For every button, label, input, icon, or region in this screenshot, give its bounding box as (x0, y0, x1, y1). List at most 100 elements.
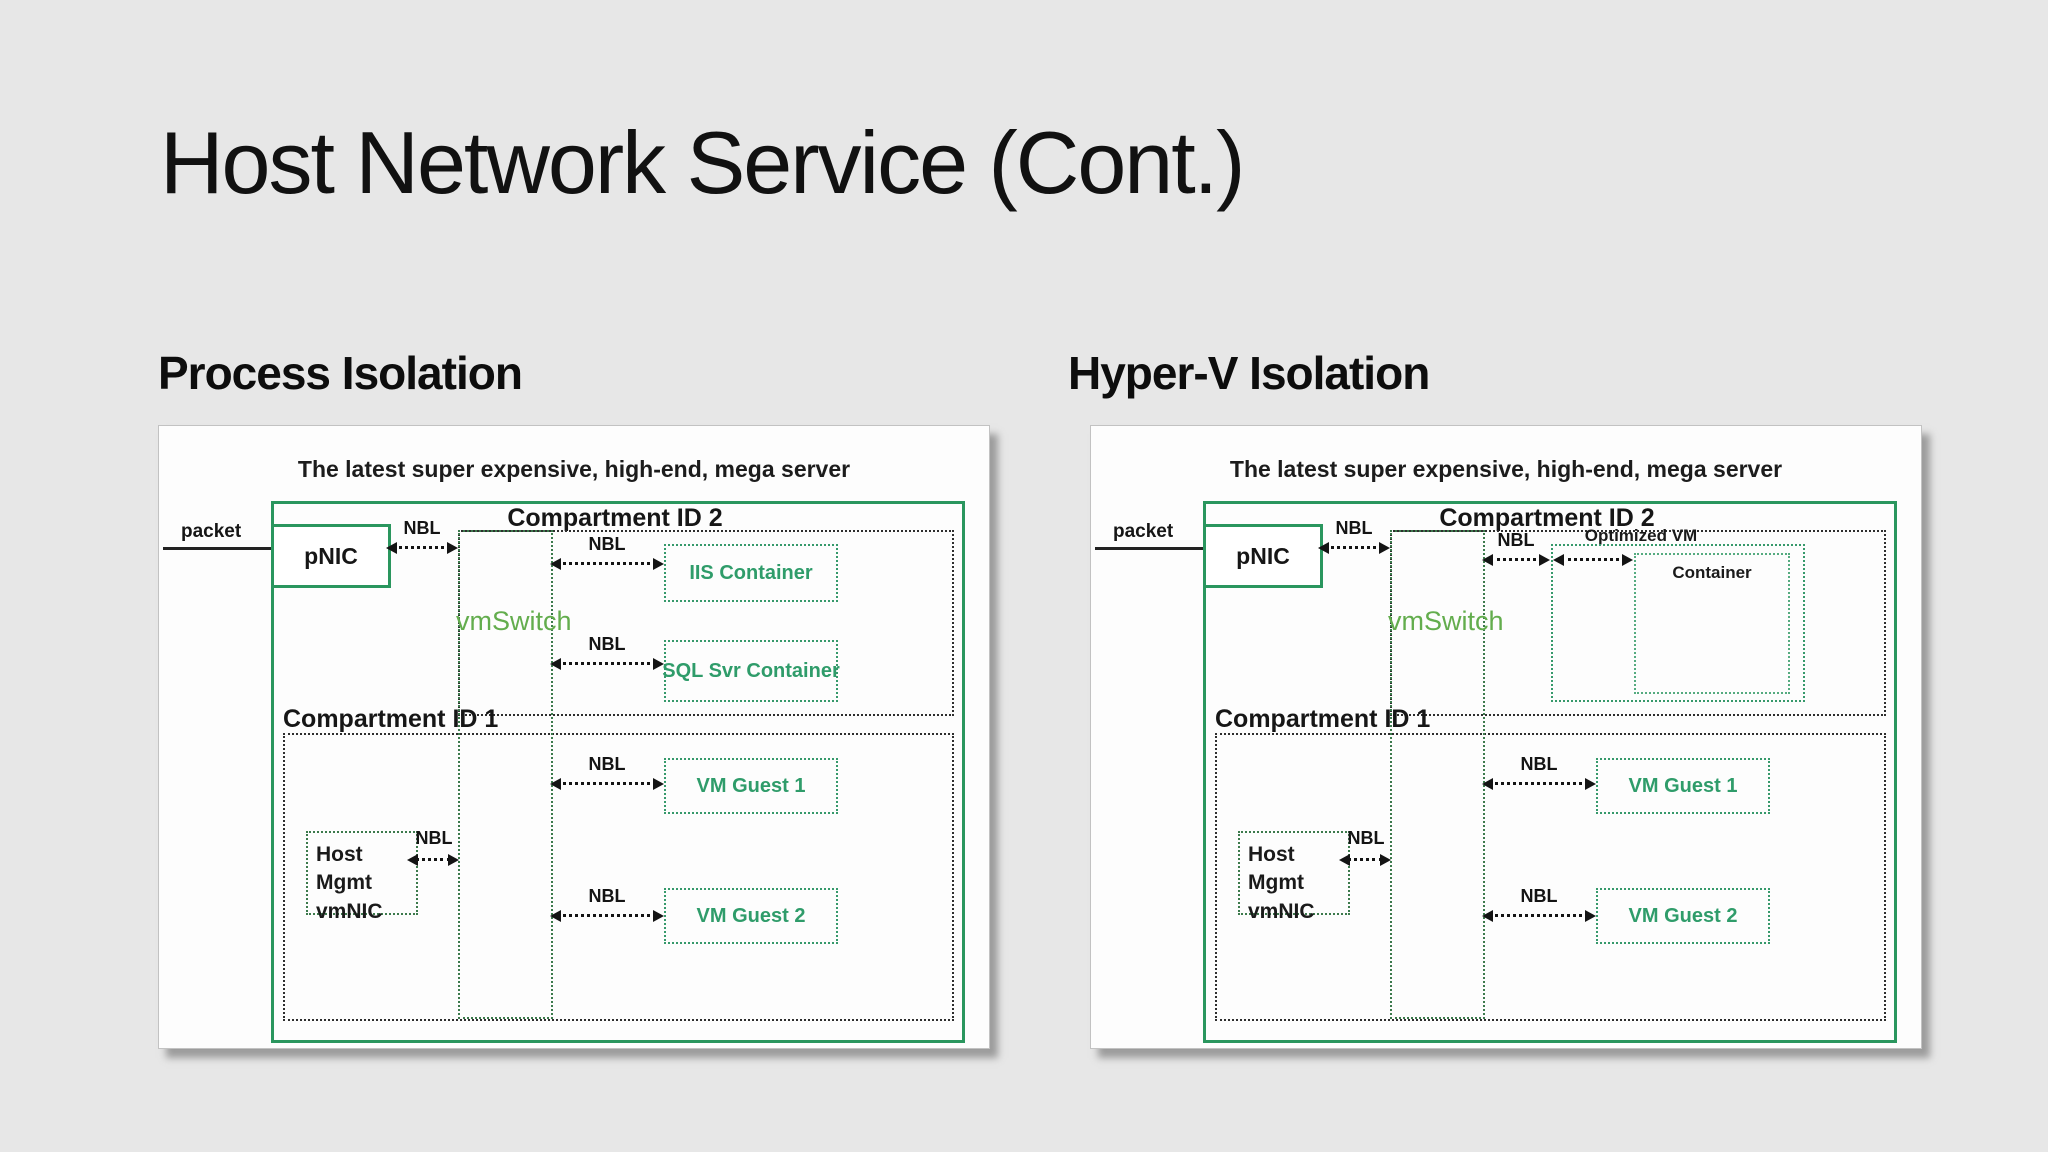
packet-label: packet (181, 521, 242, 542)
nbl-label: NBL (588, 534, 626, 554)
nbl-arrow (1482, 910, 1596, 922)
container-box: Container (1634, 553, 1790, 694)
arrowhead-left-icon (550, 778, 561, 790)
arrowhead-right-icon (1585, 910, 1596, 922)
dotted-line (1490, 914, 1588, 917)
nbl-label: NBL (1520, 754, 1558, 774)
vmswitch-box (1390, 530, 1485, 1019)
host-mgmt-label-line1: Host Mgmt (316, 843, 372, 895)
nbl-arrow (1553, 554, 1633, 566)
dotted-line (1347, 858, 1383, 861)
pnic-label: pNIC (304, 542, 358, 569)
dotted-line (1490, 782, 1588, 785)
pnic-box: pNIC (271, 524, 391, 588)
section-heading-process-isolation: Process Isolation (158, 347, 523, 399)
compartment1-label: Compartment ID 1 (1215, 705, 1431, 733)
nbl-label: NBL (1497, 530, 1535, 550)
arrowhead-left-icon (407, 854, 418, 866)
compartment1-box (1215, 733, 1886, 1021)
optimized-vm-box (1551, 544, 1805, 702)
host-mgmt-label-line2: vmNIC (1248, 899, 1315, 923)
arrowhead-left-icon (1318, 542, 1329, 554)
arrowhead-right-icon (653, 778, 664, 790)
nbl-label: NBL (1347, 828, 1385, 848)
nbl-label: NBL (588, 886, 626, 906)
nbl-arrow (1318, 542, 1390, 554)
process-isolation-diagram-panel: The latest super expensive, high-end, me… (158, 425, 990, 1049)
host-mgmt-label-line1: Host Mgmt (1248, 843, 1304, 895)
nbl-label: NBL (415, 828, 453, 848)
server-title: The latest super expensive, high-end, me… (1229, 456, 1783, 482)
nbl-arrow (1339, 854, 1391, 866)
vmswitch-label: vmSwitch (456, 606, 572, 636)
pnic-label: pNIC (1236, 542, 1290, 569)
vm-guest1-box: VM Guest 1 (1596, 758, 1770, 814)
server-boundary-box (1203, 501, 1897, 1043)
arrowhead-right-icon (653, 558, 664, 570)
host-mgmt-label-line2: vmNIC (316, 899, 383, 923)
container-label: Container (1672, 563, 1752, 582)
nbl-label: NBL (1520, 886, 1558, 906)
vmswitch-label: vmSwitch (1388, 606, 1504, 636)
dotted-line (394, 546, 450, 549)
nbl-label: NBL (588, 754, 626, 774)
nbl-arrow (550, 778, 664, 790)
pnic-box: pNIC (1203, 524, 1323, 588)
arrowhead-right-icon (1585, 778, 1596, 790)
slide-title: Host Network Service (Cont.) (160, 113, 1245, 212)
arrowhead-right-icon (653, 910, 664, 922)
arrowhead-left-icon (1482, 778, 1493, 790)
section-heading-hyperv-isolation: Hyper-V Isolation (1068, 347, 1430, 399)
host-mgmt-vmnic-box: Host Mgmt vmNIC (1238, 831, 1350, 923)
nbl-label: NBL (403, 518, 441, 538)
dotted-line (415, 858, 451, 861)
vm-guest1-box: VM Guest 1 (664, 758, 838, 814)
nbl-arrow (1482, 554, 1550, 566)
nbl-label: NBL (588, 634, 626, 654)
compartment1-label: Compartment ID 1 (283, 705, 499, 733)
arrowhead-right-icon (447, 542, 458, 554)
arrowhead-left-icon (1482, 910, 1493, 922)
arrowhead-left-icon (550, 910, 561, 922)
dotted-line (558, 914, 656, 917)
vmswitch-box (458, 530, 553, 1019)
server-title: The latest super expensive, high-end, me… (297, 456, 851, 482)
hyperv-isolation-diagram-panel: The latest super expensive, high-end, me… (1090, 425, 1922, 1049)
dotted-line (558, 662, 656, 665)
arrowhead-right-icon (1539, 554, 1550, 566)
arrowhead-left-icon (550, 658, 561, 670)
optimized-vm-label: Optimized VM (1584, 526, 1698, 545)
nbl-arrow (1482, 778, 1596, 790)
arrowhead-right-icon (1379, 542, 1390, 554)
nbl-arrow (407, 854, 459, 866)
packet-line (1095, 547, 1203, 550)
compartment2-label: Compartment ID 2 (507, 504, 723, 532)
arrowhead-right-icon (1380, 854, 1391, 866)
host-mgmt-vmnic-box: Host Mgmt vmNIC (306, 831, 418, 923)
arrowhead-right-icon (1622, 554, 1633, 566)
nbl-arrow (550, 910, 664, 922)
sql-container-box: SQL Svr Container (662, 640, 840, 702)
arrowhead-left-icon (1482, 554, 1493, 566)
nbl-arrow (550, 558, 664, 570)
iis-container-box: IIS Container (664, 544, 838, 602)
nbl-label: NBL (1335, 518, 1373, 538)
packet-label: packet (1113, 521, 1174, 542)
arrowhead-left-icon (1553, 554, 1564, 566)
arrowhead-right-icon (448, 854, 459, 866)
packet-line (163, 547, 271, 550)
dotted-line (558, 782, 656, 785)
vm-guest2-box: VM Guest 2 (1596, 888, 1770, 944)
arrowhead-left-icon (550, 558, 561, 570)
server-boundary-box (271, 501, 965, 1043)
vm-guest2-box: VM Guest 2 (664, 888, 838, 944)
dotted-line (1561, 558, 1625, 561)
compartment2-label: Compartment ID 2 (1439, 504, 1655, 532)
nbl-arrow (386, 542, 458, 554)
compartment1-box (283, 733, 954, 1021)
nbl-arrow (550, 658, 664, 670)
arrowhead-left-icon (386, 542, 397, 554)
arrowhead-right-icon (653, 658, 664, 670)
arrowhead-left-icon (1339, 854, 1350, 866)
dotted-line (1490, 558, 1542, 561)
